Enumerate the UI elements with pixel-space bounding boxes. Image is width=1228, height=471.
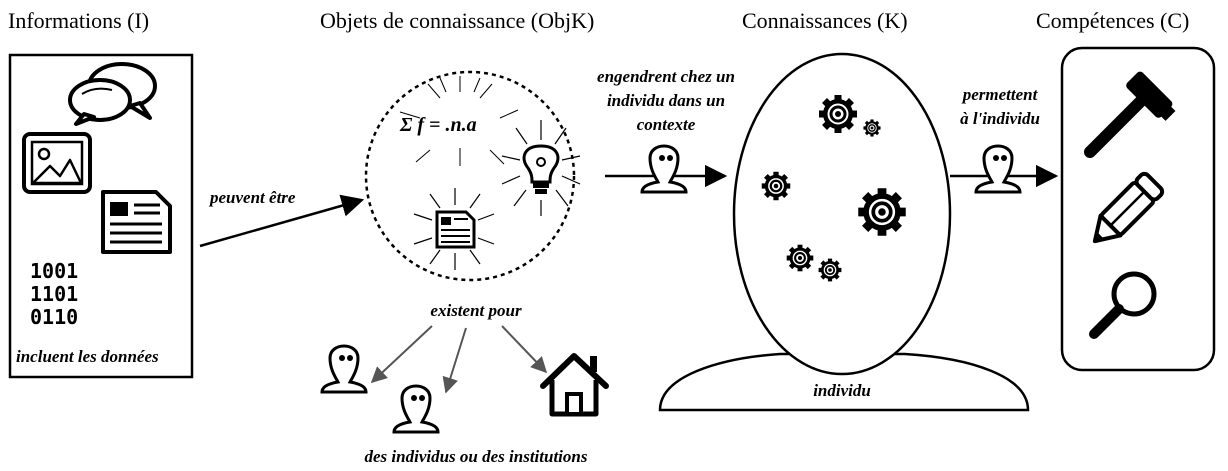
heading-connaissances: Connaissances (K) <box>742 8 908 33</box>
magnifier-icon <box>1089 271 1157 339</box>
label-engendrent-3: contexte <box>637 115 696 134</box>
individu-shoulders <box>658 352 1030 412</box>
informations-box <box>8 53 194 379</box>
label-incluent-donnees: incluent les données <box>16 347 159 366</box>
pencil-icon <box>1092 171 1165 244</box>
label-peuvent-etre: peuvent être <box>208 188 296 207</box>
binary-line: 1101 <box>30 282 78 306</box>
house-icon <box>540 353 609 417</box>
person-icon <box>392 384 440 434</box>
heading-competences: Compétences (C) <box>1036 8 1189 33</box>
person-icon <box>320 344 368 394</box>
hammer-icon <box>1084 71 1176 158</box>
label-engendrent-2: individu dans un <box>607 91 725 110</box>
competences-box <box>1060 46 1216 372</box>
binary-data-icon: 1001 1101 0110 <box>30 259 78 329</box>
binary-line: 1001 <box>30 259 78 283</box>
arrow-peuvent-etre <box>199 194 365 248</box>
arrow-to-individu <box>442 327 467 394</box>
label-existent-pour: existent pour <box>430 301 522 320</box>
formula-icon: Σ f = .n.a <box>399 76 519 166</box>
document-icon <box>101 190 172 254</box>
heading-objets-connaissance: Objets de connaissance (ObjK) <box>320 8 594 33</box>
label-engendrent-1: engendrent chez un <box>597 67 735 86</box>
label-permettent-1: permettent <box>961 85 1039 104</box>
arrow-to-individu <box>370 325 433 384</box>
objk-circle <box>364 70 576 282</box>
label-des-individus-institutions: des individus ou des institutions <box>365 447 588 466</box>
label-individu: individu <box>813 381 871 400</box>
lightbulb-icon <box>501 120 581 216</box>
binary-line: 0110 <box>30 305 78 329</box>
person-icon <box>640 144 688 194</box>
individu-head <box>732 52 952 376</box>
document-icon <box>413 188 495 270</box>
chat-bubbles-icon <box>68 62 157 126</box>
image-icon <box>22 132 92 194</box>
heading-informations: Informations (I) <box>8 8 149 33</box>
formula-text: Σ f = .n.a <box>399 114 477 136</box>
person-icon <box>974 144 1022 194</box>
label-permettent-2: à l'individu <box>960 109 1040 128</box>
arrow-to-institution <box>501 325 548 374</box>
